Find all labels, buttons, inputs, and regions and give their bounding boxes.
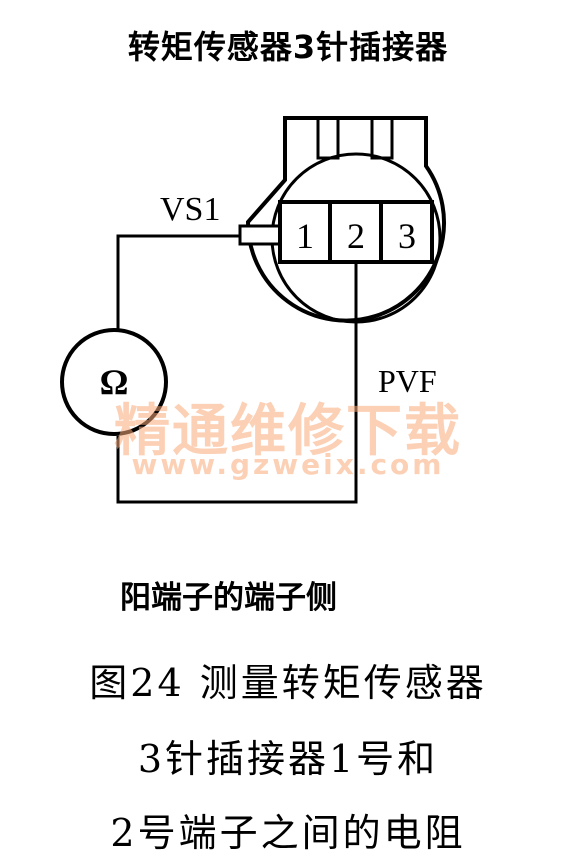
- connector-latch-right: [370, 118, 394, 160]
- pin-1-label: 1: [296, 216, 314, 256]
- wire-vs1: [116, 234, 240, 334]
- figure-caption-line-3: 2号端子之间的电阻: [110, 811, 466, 855]
- watermark-url: www.gzweix.com: [131, 448, 445, 481]
- pin-2-label: 2: [347, 216, 365, 256]
- terminal-side-label: 阳端子的端子侧: [120, 580, 337, 616]
- wire-pvf: [116, 262, 358, 504]
- connector-key: [238, 224, 282, 246]
- pvf-label: PVF: [378, 363, 437, 399]
- ohmmeter: [60, 328, 168, 436]
- pin-block: [278, 200, 434, 264]
- pin-3-label: 3: [398, 216, 416, 256]
- connector-latch-left: [316, 118, 340, 160]
- ohm-symbol: Ω: [100, 362, 129, 402]
- figure-caption-line-2: 3针插接器1号和: [137, 737, 439, 781]
- diagram-title: 转矩传感器3针插接器: [127, 28, 449, 66]
- connector-housing-outer: [245, 116, 446, 323]
- watermark-text: 精通维修下载: [114, 399, 462, 464]
- vs1-label: VS1: [160, 191, 220, 228]
- figure-caption-line-1: 图24 测量转矩传感器: [89, 661, 487, 705]
